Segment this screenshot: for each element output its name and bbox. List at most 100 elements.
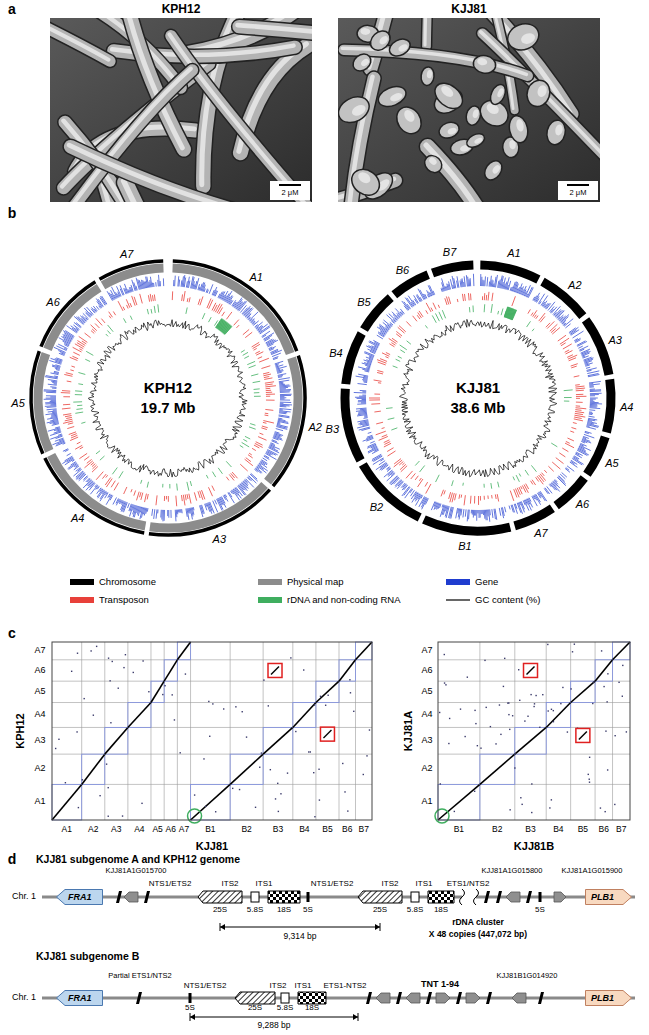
drawing [186, 307, 187, 313]
chromosome-arc [273, 356, 305, 486]
drawing [590, 400, 593, 401]
drawing [370, 351, 375, 353]
drawing [401, 466, 407, 472]
drawing [226, 477, 229, 481]
dot [551, 799, 552, 800]
drawing [571, 364, 578, 366]
drawing [474, 510, 475, 516]
drawing [184, 291, 186, 301]
drawing [248, 455, 253, 458]
dot [268, 705, 269, 706]
drawing [85, 333, 91, 338]
drawing [172, 291, 173, 300]
highlight-box [524, 663, 538, 677]
drawing [280, 399, 290, 400]
drawing [213, 287, 217, 295]
label: Chr. 1 [12, 993, 36, 1003]
drawing [582, 439, 591, 443]
dot [605, 730, 606, 731]
drawing [147, 309, 148, 314]
drawing [587, 368, 597, 371]
feature-bar [366, 992, 372, 1004]
drawing [588, 375, 599, 377]
synteny-diagonal [263, 727, 293, 754]
drawing [499, 508, 501, 516]
label: A6 [34, 666, 45, 676]
drawing [527, 321, 531, 327]
drawing [198, 491, 200, 498]
drawing [266, 394, 275, 395]
drawing [108, 325, 114, 332]
label: ETS1/NTS2 [447, 880, 490, 889]
drawing [226, 461, 231, 467]
synteny-diagonal [128, 703, 151, 728]
dot [562, 687, 563, 688]
drawing [131, 489, 132, 492]
dot [318, 769, 319, 770]
yeast-cell [397, 43, 409, 53]
drawing [555, 311, 561, 317]
drawing [356, 408, 366, 410]
drawing [464, 495, 465, 505]
dot [560, 703, 561, 704]
label: A1 [62, 825, 72, 834]
drawing [280, 404, 292, 406]
drawing [120, 285, 124, 295]
drawing [400, 312, 403, 315]
synteny-block [164, 660, 177, 681]
drawing [58, 344, 67, 349]
feature-bar [136, 992, 142, 1004]
drawing [169, 484, 170, 488]
drawing [590, 401, 595, 402]
drawing [442, 504, 444, 507]
drawing [210, 502, 215, 513]
yeast-cell [426, 70, 432, 79]
label: KPH12 [144, 380, 192, 397]
label: A7 [534, 527, 547, 539]
drawing [490, 276, 491, 287]
dot [83, 698, 84, 699]
drawing [67, 453, 71, 455]
drawing [558, 335, 566, 341]
drawing [406, 471, 413, 478]
drawing [83, 313, 89, 319]
span-bracket [353, 1014, 358, 1020]
drawing [134, 297, 137, 305]
yeast-cell [545, 118, 568, 146]
drawing [217, 304, 222, 313]
synteny-diagonal [191, 784, 231, 820]
drawing [386, 407, 392, 409]
drawing [79, 336, 88, 342]
dot [514, 767, 515, 768]
drawing [245, 436, 250, 439]
dot [607, 673, 608, 674]
drawing [280, 398, 285, 399]
drawing [501, 308, 503, 315]
drawing [279, 412, 286, 414]
drawing [155, 282, 156, 286]
drawing [168, 510, 169, 518]
dot [263, 679, 264, 680]
drawing [590, 389, 595, 390]
yeast-cell [447, 127, 458, 136]
yeast-cell [360, 57, 371, 67]
synteny-block [151, 681, 164, 702]
drawing [570, 462, 578, 467]
drawing [237, 302, 243, 310]
dot [486, 707, 487, 708]
drawing [179, 509, 180, 512]
dot [108, 816, 109, 817]
label: KJJ81A1G015700 [106, 867, 167, 875]
drawing [462, 294, 463, 301]
label: X 48 copies (447,072 bp) [429, 930, 527, 939]
drawing [357, 398, 366, 399]
yeast-cell [554, 124, 563, 136]
drawing [150, 277, 152, 287]
label: A7 [34, 646, 45, 656]
drawing [274, 434, 281, 437]
drawing [411, 473, 416, 479]
drawing [65, 416, 72, 417]
drawing [485, 510, 487, 520]
chromosome-arc [31, 351, 43, 454]
drawing [232, 472, 237, 478]
